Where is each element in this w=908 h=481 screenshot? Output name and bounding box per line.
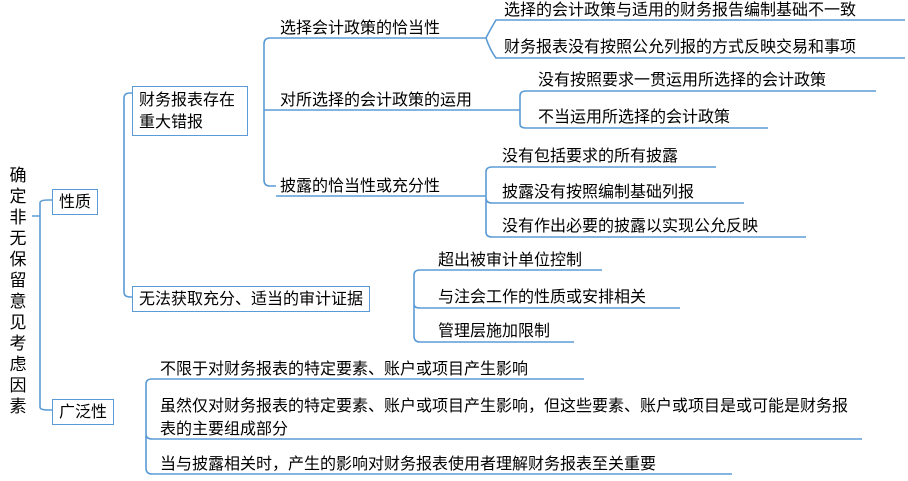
link-root bbox=[32, 199, 52, 411]
evidence-item: 管理层施加限制 bbox=[438, 321, 551, 340]
topic-pervasive: 广泛性 bbox=[52, 399, 115, 425]
link-evidence bbox=[413, 269, 680, 343]
root-topic: 确定非无保留意见考虑因素 bbox=[9, 166, 27, 417]
link-policy-selection bbox=[485, 19, 905, 59]
link-disclosure bbox=[485, 166, 806, 238]
topic-nature: 性质 bbox=[52, 189, 99, 215]
link-nature bbox=[123, 92, 132, 298]
policy-application-item: 不当运用所选择的会计政策 bbox=[538, 107, 731, 126]
disclosure-item: 披露没有按照编制基础列报 bbox=[502, 182, 695, 201]
topic-policy-selection: 选择会计政策的恰当性 bbox=[280, 18, 441, 37]
link-misstatement bbox=[263, 37, 276, 187]
topic-policy-application: 对所选择的会计政策的运用 bbox=[280, 90, 473, 109]
disclosure-item: 没有作出必要的披露以实现公允反映 bbox=[502, 216, 759, 235]
link-policy-application bbox=[519, 90, 876, 129]
link-pervasive bbox=[145, 378, 862, 475]
topic-evidence: 无法获取充分、适当的审计证据 bbox=[132, 286, 371, 312]
pervasive-item: 不限于对财务报表的特定要素、账户或项目产生影响 bbox=[160, 359, 529, 378]
topic-disclosure: 披露的恰当性或充分性 bbox=[280, 176, 441, 195]
disclosure-item: 没有包括要求的所有披露 bbox=[502, 146, 679, 165]
policy-selection-item: 选择的会计政策与适用的财务报告编制基础不一致 bbox=[504, 0, 857, 19]
pervasive-item: 虽然仅对财务报表的特定要素、账户或项目产生影响，但这些要素、账户或项目是或可能是… bbox=[160, 396, 849, 438]
evidence-item: 与注会工作的性质或安排相关 bbox=[438, 287, 647, 306]
pervasive-item: 当与披露相关时，产生的影响对财务报表使用者理解财务报表至关重要 bbox=[160, 454, 657, 473]
evidence-item: 超出被审计单位控制 bbox=[438, 250, 583, 269]
policy-selection-item: 财务报表没有按照公允列报的方式反映交易和事项 bbox=[504, 37, 857, 56]
topic-misstatement: 财务报表存在重大错报 bbox=[132, 86, 248, 136]
policy-application-item: 没有按照要求一贯运用所选择的会计政策 bbox=[538, 70, 827, 89]
